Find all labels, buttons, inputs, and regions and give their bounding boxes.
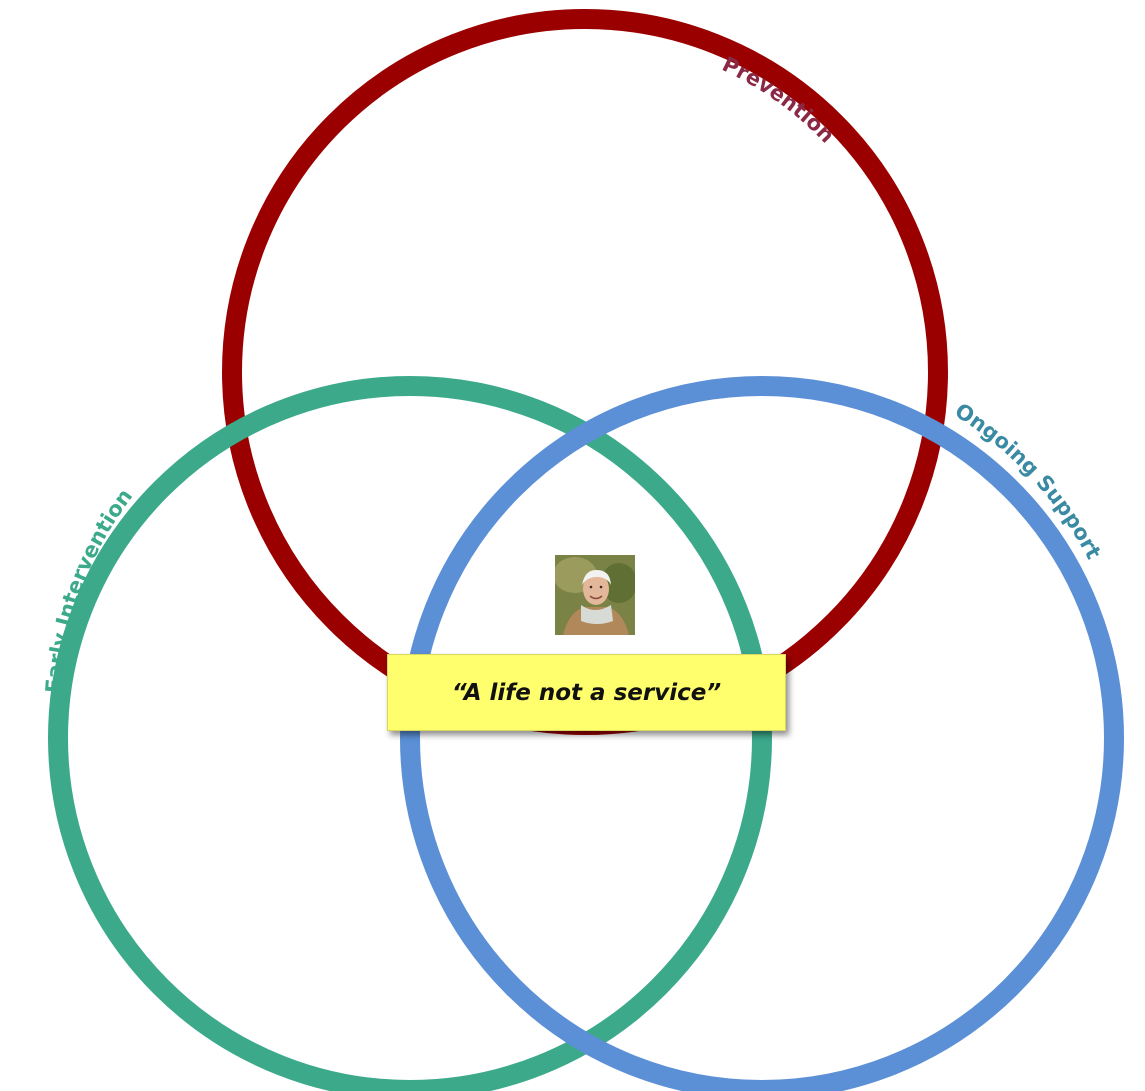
- quote-text: “A life not a service”: [451, 679, 722, 706]
- quote-box: “A life not a service”: [387, 654, 786, 731]
- ongoing-support-label: Ongoing Support: [951, 398, 1106, 563]
- portrait-photo: [555, 555, 635, 635]
- ongoing-support-circle: [400, 376, 1124, 1091]
- early-intervention-circle: [48, 376, 772, 1091]
